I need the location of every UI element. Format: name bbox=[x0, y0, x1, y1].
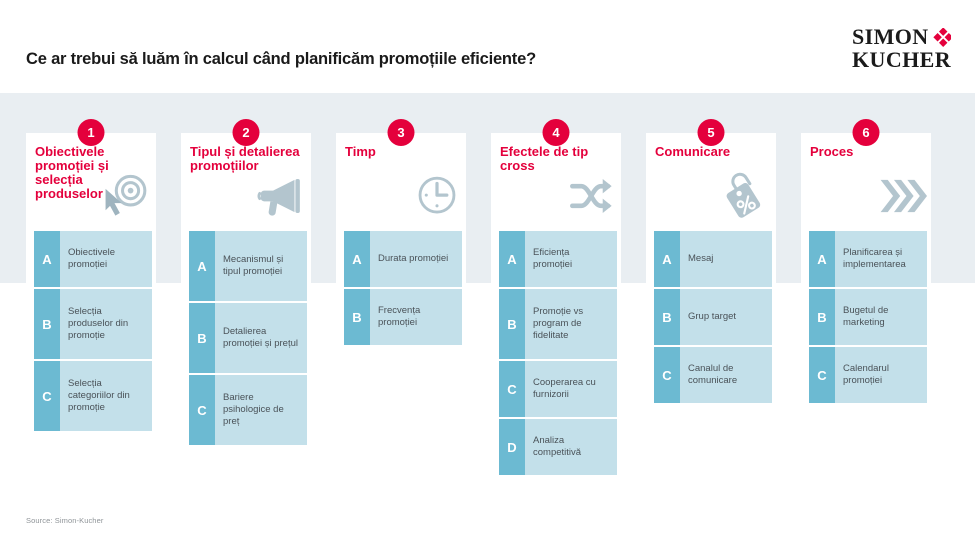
column-title: Timp bbox=[345, 144, 376, 159]
simon-kucher-logo: SIMON KUCHER bbox=[852, 24, 951, 72]
logo-text-simon: SIMON bbox=[852, 24, 929, 49]
subitem-letter: A bbox=[344, 231, 370, 287]
subitem-label: Canalul de comunicare bbox=[680, 347, 772, 403]
subitem-letter: B bbox=[344, 289, 370, 345]
subitem-label: Selecția produselor din promoție bbox=[60, 289, 152, 359]
subitem-letter: A bbox=[654, 231, 680, 287]
subitem-letter: C bbox=[654, 347, 680, 403]
subitem-letter: B bbox=[809, 289, 835, 345]
subitem-label: Bugetul de marketing bbox=[835, 289, 927, 345]
logo-line-kucher: KUCHER bbox=[852, 46, 951, 72]
subitem-label: Mesaj bbox=[680, 231, 772, 287]
step-number-badge: 2 bbox=[232, 119, 260, 146]
subitem-label: Grup target bbox=[680, 289, 772, 345]
subitem-label: Eficiența promoției bbox=[525, 231, 617, 287]
column-title: Proces bbox=[810, 144, 854, 159]
subitem-label: Cooperarea cu furnizorii bbox=[525, 361, 617, 417]
subitem-label: Bariere psihologice de preț bbox=[215, 375, 307, 445]
step-number-badge: 1 bbox=[77, 119, 105, 146]
shuffle-arrows-icon bbox=[565, 171, 619, 221]
subitem-label: Planificarea și implementarea bbox=[835, 231, 927, 287]
step-number-badge: 3 bbox=[387, 119, 415, 146]
source-note: Source: Simon-Kucher bbox=[26, 516, 104, 525]
column-title: Efectele de tip cross bbox=[500, 144, 589, 174]
target-cursor-icon bbox=[100, 171, 154, 221]
subitem-label: Analiza competitivă bbox=[525, 419, 617, 475]
subitem-label: Obiectivele promoției bbox=[60, 231, 152, 287]
subitem-letter: D bbox=[499, 419, 525, 475]
subitem-letter: B bbox=[499, 289, 525, 359]
subitem-label: Mecanismul și tipul promoției bbox=[215, 231, 307, 301]
price-tag-percent-icon bbox=[720, 171, 774, 221]
column-title: Obiectivele promoției și selecția produs… bbox=[35, 144, 109, 202]
subitem-label: Detalierea promoției și prețul bbox=[215, 303, 307, 373]
page-title: Ce ar trebui să luăm în calcul când plan… bbox=[26, 50, 536, 68]
subitem-label: Frecvența promoției bbox=[370, 289, 462, 345]
subitem-letter: C bbox=[809, 347, 835, 403]
subitem-letter: A bbox=[189, 231, 215, 301]
step-number-badge: 5 bbox=[697, 119, 725, 146]
logo-line-simon: SIMON bbox=[852, 24, 951, 49]
subitem-letter: A bbox=[34, 231, 60, 287]
subitem-label: Selecția categoriilor din promoție bbox=[60, 361, 152, 431]
logo-text-kucher: KUCHER bbox=[852, 46, 951, 72]
column-title: Comunicare bbox=[655, 144, 731, 159]
subitem-letter: B bbox=[34, 289, 60, 359]
subitem-letter: A bbox=[809, 231, 835, 287]
subitem-letter: C bbox=[189, 375, 215, 445]
subitem-label: Durata promoției bbox=[370, 231, 462, 287]
triple-chevron-icon bbox=[875, 171, 929, 221]
subitem-letter: B bbox=[189, 303, 215, 373]
step-number-badge: 4 bbox=[542, 119, 570, 146]
subitem-letter: B bbox=[654, 289, 680, 345]
subitem-letter: A bbox=[499, 231, 525, 287]
subitem-label: Calendarul promoției bbox=[835, 347, 927, 403]
logo-diamonds-icon bbox=[933, 28, 951, 48]
column-title: Tipul și detalierea promoțiilor bbox=[190, 144, 300, 174]
step-number-badge: 6 bbox=[852, 119, 880, 146]
clock-icon bbox=[410, 171, 464, 221]
subitem-label: Promoție vs program de fidelitate bbox=[525, 289, 617, 359]
subitem-letter: C bbox=[499, 361, 525, 417]
page-header: Ce ar trebui să luăm în calcul când plan… bbox=[0, 0, 975, 93]
subitem-letter: C bbox=[34, 361, 60, 431]
megaphone-icon bbox=[255, 171, 309, 221]
